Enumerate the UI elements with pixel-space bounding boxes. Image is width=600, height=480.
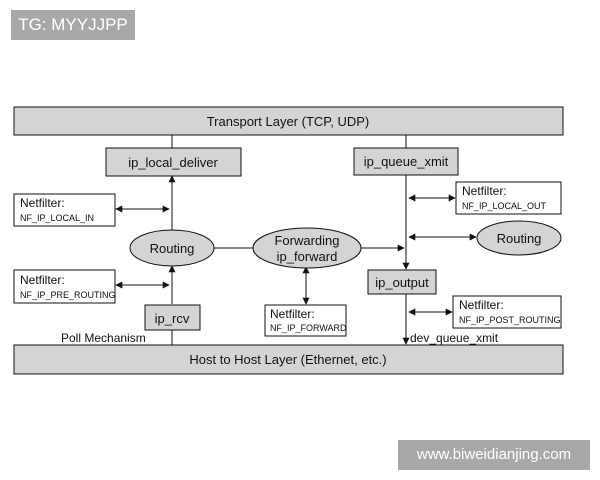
ip-local-deliver-label: ip_local_deliver (128, 155, 218, 170)
tg-tag: TG: MYYJJPP (11, 10, 135, 40)
netfilter-forward-value: NF_IP_FORWARD (270, 323, 347, 333)
netfilter-local-out-box (455, 181, 562, 215)
dev-queue-xmit-label: dev_queue_xmit (410, 331, 499, 345)
netfilter-post-routing-title: Netfilter: (459, 298, 504, 312)
poll-mechanism-label: Poll Mechanism (61, 331, 146, 345)
ip-queue-xmit-box (353, 147, 459, 176)
netfilter-post-routing-value: NF_IP_POST_ROUTING (459, 315, 561, 325)
transport-layer-box (13, 106, 564, 136)
forwarding-label: Forwarding (274, 233, 339, 248)
ip-rcv-box (144, 304, 201, 331)
ip-output-box (367, 269, 437, 295)
ip-rcv-label: ip_rcv (155, 311, 190, 326)
netfilter-local-out-value: NF_IP_LOCAL_OUT (462, 201, 547, 211)
ip-forward-label: ip_forward (277, 249, 338, 264)
host-layer-box (13, 344, 564, 375)
ip-output-label: ip_output (375, 275, 429, 290)
routing-in-ellipse (129, 229, 215, 267)
netfilter-local-in-title: Netfilter: (20, 196, 65, 210)
routing-out-ellipse (476, 220, 562, 256)
netfilter-forward-title: Netfilter: (270, 307, 315, 321)
netfilter-pre-routing-title: Netfilter: (20, 273, 65, 287)
routing-out-label: Routing (497, 231, 542, 246)
netfilter-local-in-value: NF_IP_LOCAL_IN (20, 213, 94, 223)
netfilter-pre-routing-value: NF_IP_PRE_ROUTING (20, 290, 116, 300)
netfilter-forward-box (264, 304, 347, 337)
netfilter-post-routing-box (452, 295, 562, 329)
netfilter-pre-routing-box (13, 269, 116, 304)
ip-queue-xmit-label: ip_queue_xmit (364, 154, 449, 169)
host-layer-label: Host to Host Layer (Ethernet, etc.) (189, 352, 386, 367)
ip-local-deliver-box (105, 147, 242, 177)
routing-in-label: Routing (150, 241, 195, 256)
watermark-url: www.biweidianjing.com (398, 440, 590, 470)
netfilter-local-in-box (13, 193, 116, 227)
transport-layer-label: Transport Layer (TCP, UDP) (207, 114, 370, 129)
forwarding-ellipse (252, 227, 362, 269)
netfilter-local-out-title: Netfilter: (462, 184, 507, 198)
